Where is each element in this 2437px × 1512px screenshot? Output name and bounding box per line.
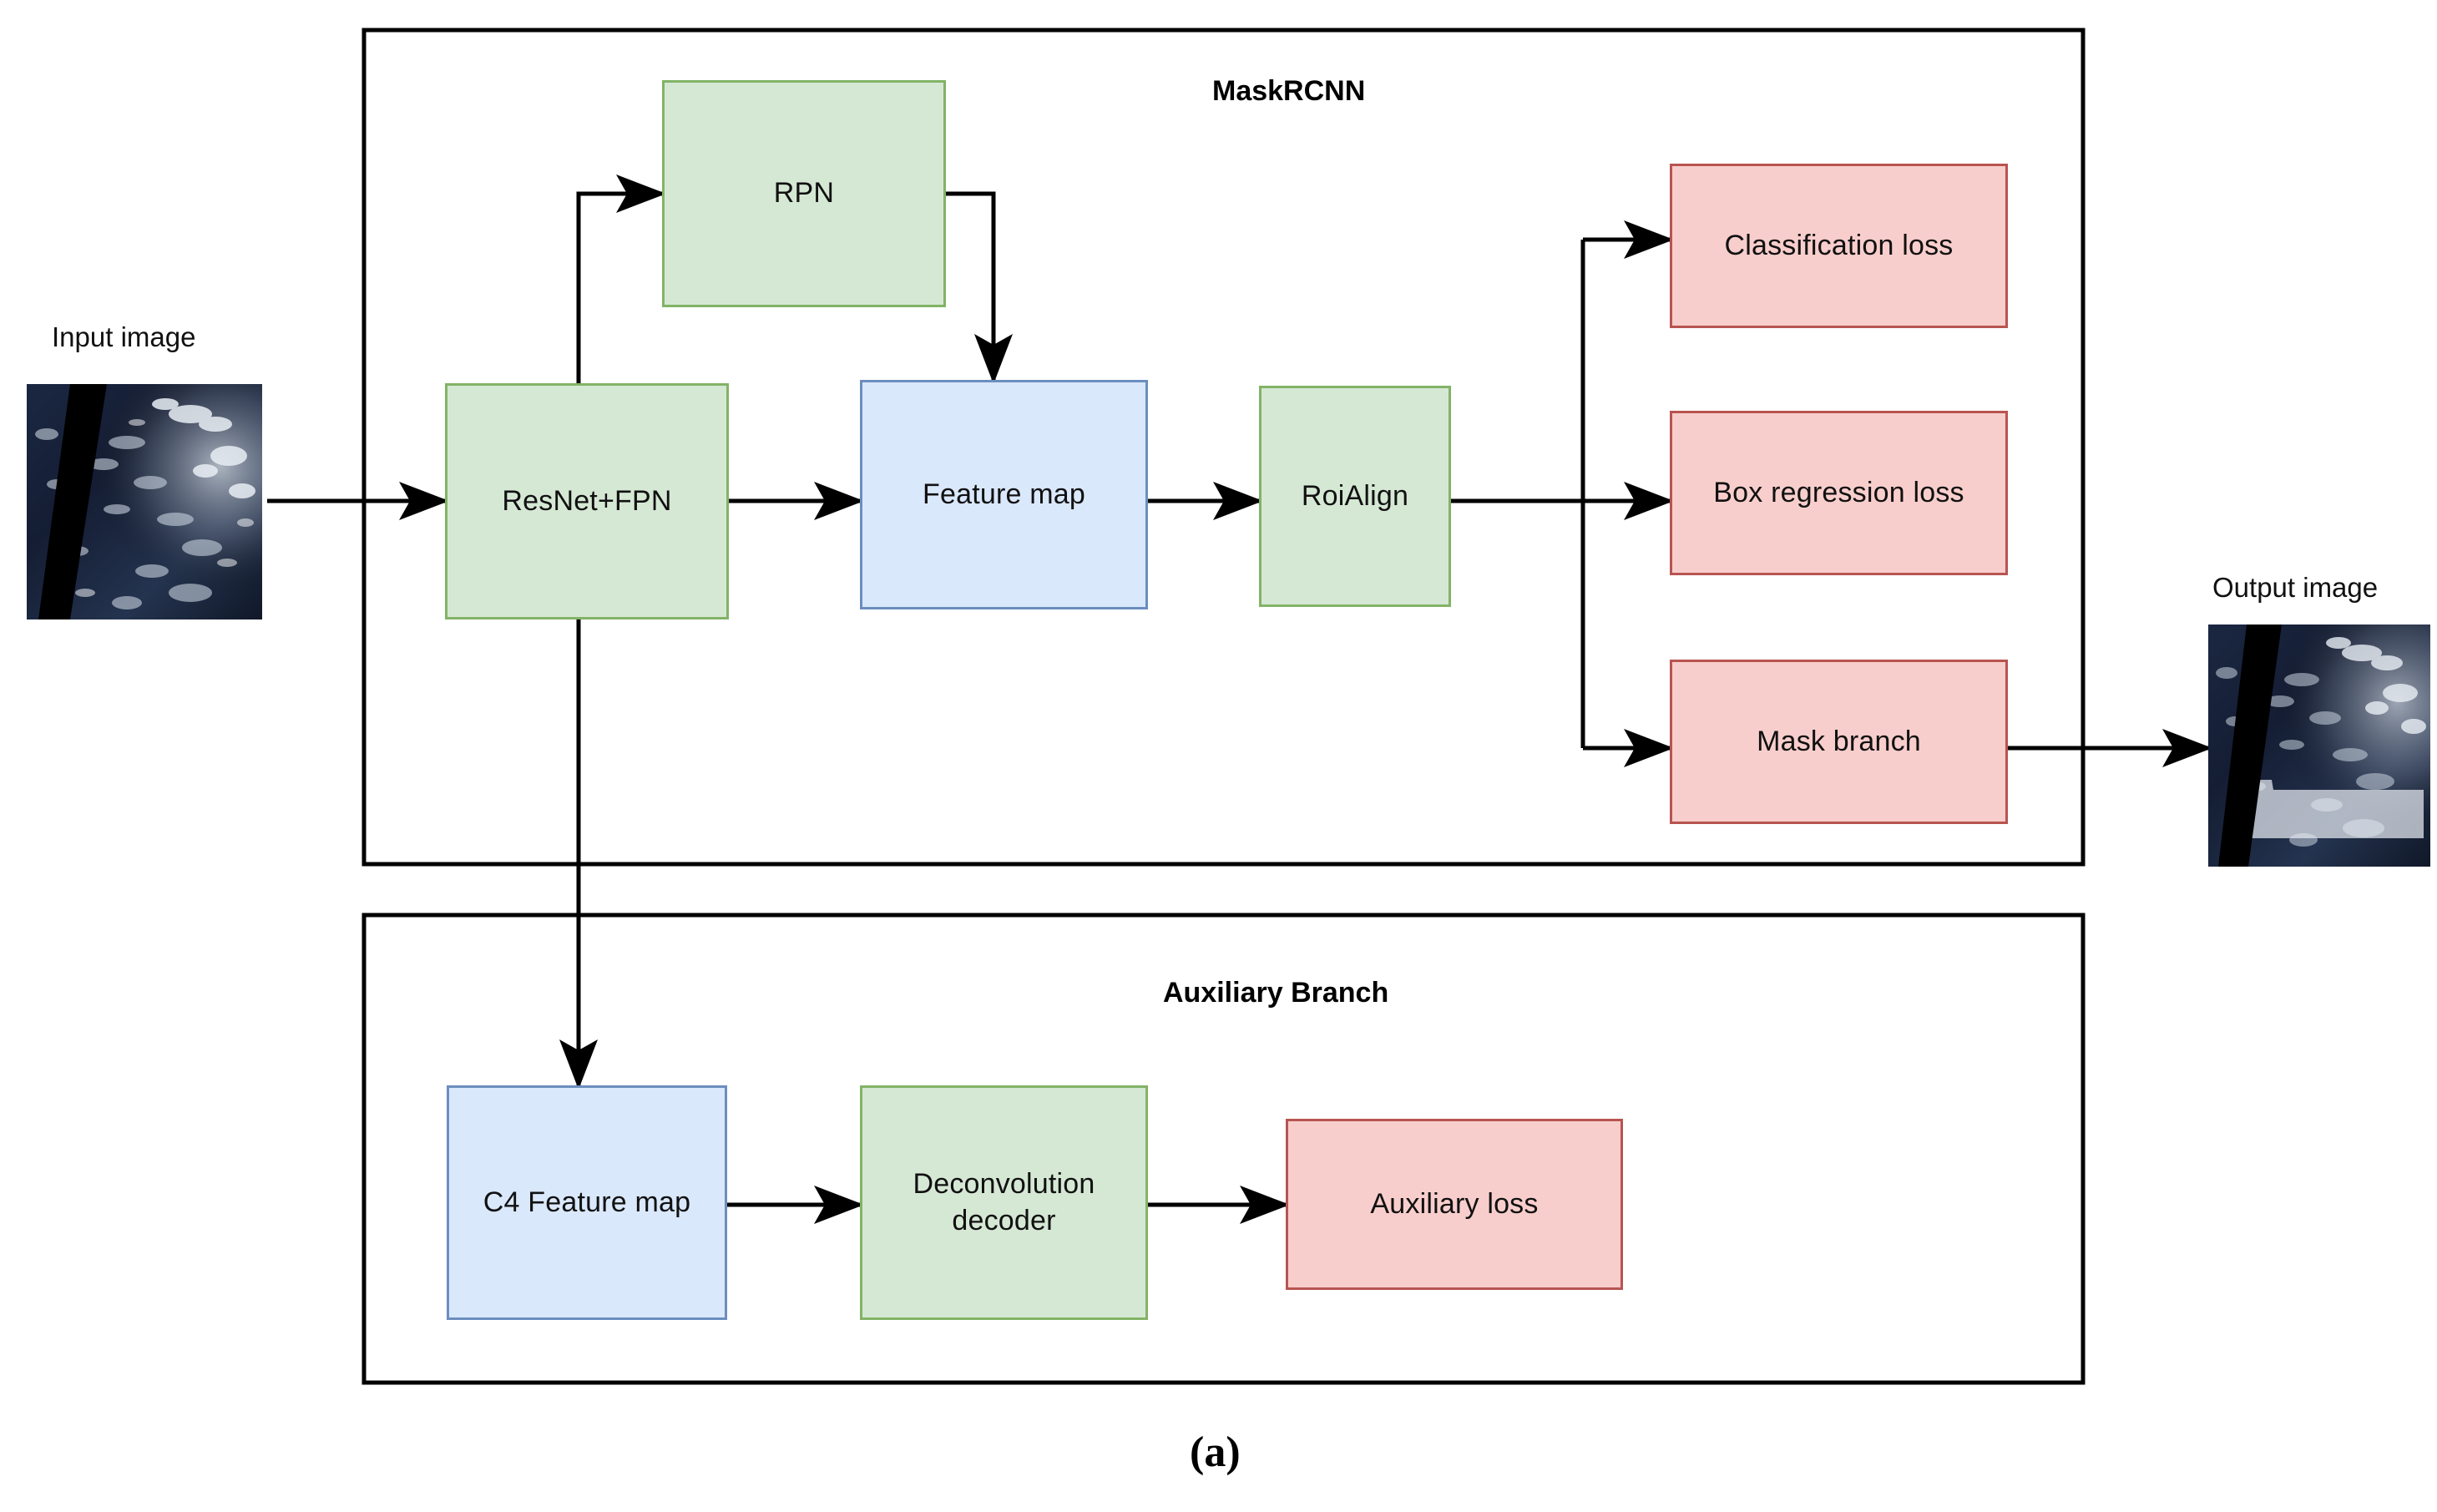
edge-resnet-to-rpn xyxy=(576,174,666,383)
output-image-label: Output image xyxy=(2212,572,2379,603)
node-label: Box regression loss xyxy=(1713,476,1964,508)
edge-rpn-to-featuremap xyxy=(946,191,1013,384)
container-auxiliary-outline xyxy=(362,913,2086,1385)
container-title-auxiliary: Auxiliary Branch xyxy=(1163,977,1389,1009)
figure-caption: (a) xyxy=(1190,1429,1241,1476)
node-label: RoiAlign xyxy=(1301,479,1409,512)
input-image-label: Input image xyxy=(52,321,196,352)
container-title-maskrcnn: MaskRCNN xyxy=(1212,75,1366,107)
node-label: Deconvolution decoder xyxy=(913,1167,1095,1236)
node-classification-loss[interactable]: Classification loss xyxy=(1670,164,2008,328)
node-label: Classification loss xyxy=(1724,229,1954,261)
output-image-thumbnail xyxy=(2208,625,2430,867)
node-label: RPN xyxy=(773,177,835,210)
node-box-regression-loss[interactable]: Box regression loss xyxy=(1670,411,2008,575)
node-auxiliary-loss[interactable]: Auxiliary loss xyxy=(1286,1119,1623,1290)
node-label: ResNet+FPN xyxy=(502,484,672,517)
node-label: C4 Feature map xyxy=(483,1186,691,1218)
container-maskrcnn-outline xyxy=(362,28,2086,867)
input-satellite-image xyxy=(27,384,262,619)
node-c4-feature-map[interactable]: C4 Feature map xyxy=(447,1085,727,1320)
predicted-mask-overlay xyxy=(2247,780,2424,838)
node-label: Auxiliary loss xyxy=(1370,1187,1539,1220)
node-deconvolution-decoder[interactable]: Deconvolution decoder xyxy=(860,1085,1148,1320)
input-image-thumbnail xyxy=(27,384,262,619)
node-rpn[interactable]: RPN xyxy=(662,80,946,307)
node-feature-map[interactable]: Feature map xyxy=(860,380,1148,609)
node-roialign[interactable]: RoiAlign xyxy=(1259,386,1451,607)
output-satellite-image xyxy=(2208,625,2430,867)
node-resnet-fpn[interactable]: ResNet+FPN xyxy=(445,383,729,619)
node-mask-branch[interactable]: Mask branch xyxy=(1670,660,2008,824)
node-label: Feature map xyxy=(923,478,1085,510)
node-label: Mask branch xyxy=(1757,725,1921,757)
